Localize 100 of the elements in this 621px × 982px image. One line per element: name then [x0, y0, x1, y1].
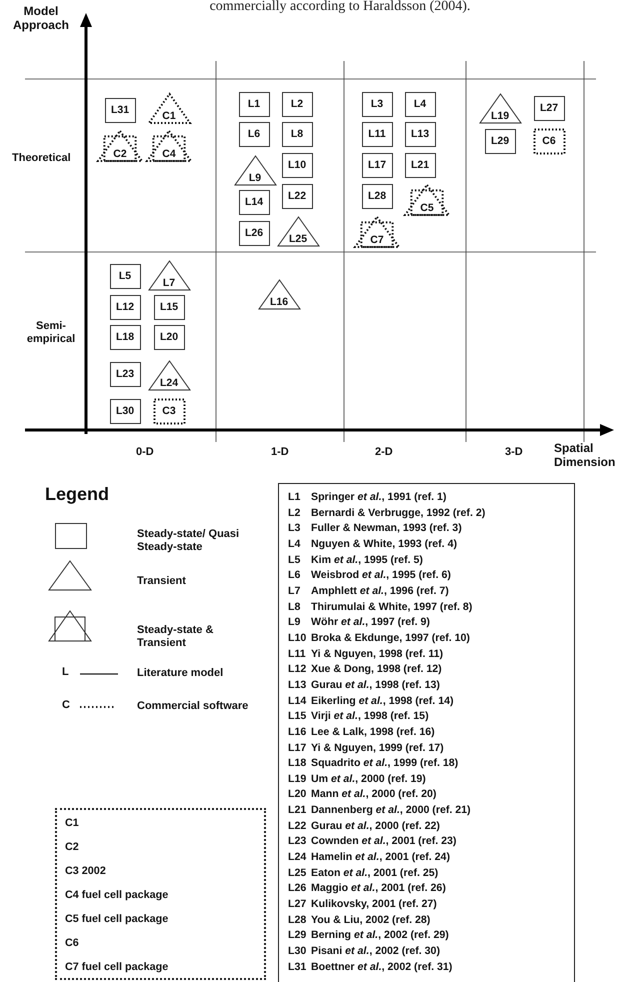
reference-entry: L15 Virji et al., 1998 (ref. 15) — [288, 709, 430, 724]
reference-entry: L14 Eikerling et al., 1998 (ref. 14) — [288, 694, 455, 709]
software-entry: C1 — [65, 817, 80, 830]
caption-fragment: commercially according to Haraldsson (2004). — [208, 0, 472, 15]
square-marker — [282, 122, 312, 146]
square-marker — [110, 324, 140, 350]
model-code: L3 — [370, 98, 384, 110]
column-label: 3-D — [505, 446, 523, 460]
legend-text: Transient — [137, 575, 187, 588]
axis-title: Spatial Dimension — [554, 441, 616, 470]
reference-entry: L8 Thirumulai & White, 1997 (ref. 8) — [288, 600, 474, 615]
model-code: L7 — [162, 276, 176, 288]
software-entry: C5 fuel cell package — [65, 913, 170, 926]
model-code: L17 — [368, 159, 386, 171]
square-marker — [282, 152, 312, 178]
reference-entry: L4 Nguyen & White, 1993 (ref. 4) — [288, 536, 458, 552]
square-triangle-marker — [354, 216, 400, 248]
legend-text: Steady-state/ Quasi Steady-state — [137, 528, 240, 554]
model-code: L30 — [116, 405, 134, 417]
square-marker — [362, 152, 392, 178]
triangle-marker — [234, 154, 276, 186]
square-marker — [238, 220, 270, 246]
model-code: L8 — [290, 128, 304, 140]
reference-list-panel — [278, 483, 575, 982]
square-marker — [154, 398, 184, 424]
square-marker — [404, 122, 436, 146]
square-marker — [110, 362, 140, 386]
reference-entry: L29 Berning et al., 2002 (ref. 29) — [288, 928, 450, 944]
column-label: 2-D — [375, 446, 393, 460]
reference-entry: L23 Cownden et al., 2001 (ref. 23) — [288, 834, 458, 850]
model-code: C2 — [113, 148, 127, 160]
reference-entry: L22 Gurau et al., 2000 (ref. 22) — [288, 818, 441, 834]
software-entry: C7 fuel cell package — [65, 961, 170, 974]
reference-entry: L28 You & Liu, 2002 (ref. 28) — [288, 912, 432, 928]
model-code: L11 — [368, 128, 386, 140]
legend-text: Literature model — [137, 667, 224, 680]
reference-entry: L2 Bernardi & Verbrugge, 1992 (ref. 2) — [288, 506, 486, 521]
column-label: 0-D — [136, 446, 154, 460]
square-marker — [154, 324, 184, 350]
reference-entry: L1 Springer et al., 1991 (ref. 1) — [288, 490, 448, 505]
model-code: C3 — [162, 405, 176, 417]
square-marker — [104, 98, 136, 122]
reference-entry: L7 Amphlett et al., 1996 (ref. 7) — [288, 584, 450, 599]
model-code: L14 — [244, 196, 264, 208]
column-label: 1-D — [271, 446, 289, 460]
triangle-marker — [276, 216, 320, 246]
model-code: L13 — [410, 128, 430, 140]
reference-entry: L20 Mann et al., 2000 (ref. 20) — [288, 787, 438, 802]
model-code: C5 — [420, 202, 434, 214]
model-code: L24 — [160, 376, 178, 388]
square-marker — [404, 92, 436, 116]
square-marker — [404, 152, 436, 178]
model-code: C4 — [162, 148, 176, 160]
reference-entry: L10 Broka & Ekdunge, 1997 (ref. 10) — [288, 630, 471, 646]
reference-entry: L25 Eaton et al., 2001 (ref. 25) — [288, 866, 440, 881]
square-triangle-marker — [97, 130, 143, 162]
model-code: L6 — [248, 128, 260, 140]
model-code: C6 — [542, 135, 556, 147]
reference-entry: L21 Dannenberg et al., 2000 (ref. 21) — [288, 803, 472, 818]
model-code: L5 — [118, 270, 132, 282]
model-code: L28 — [368, 190, 386, 202]
model-code: L25 — [288, 232, 308, 244]
reference-entry: L12 Xue & Dong, 1998 (ref. 12) — [288, 662, 443, 678]
model-code: L9 — [248, 172, 262, 184]
reference-entry: L27 Kulikovsky, 2001 (ref. 27) — [288, 897, 438, 912]
model-code: L21 — [410, 159, 430, 171]
row-label: Semi- empirical — [26, 320, 76, 346]
reference-entry: L18 Squadrito et al., 1999 (ref. 18) — [288, 756, 460, 772]
software-list-panel — [55, 808, 266, 980]
square-marker — [282, 92, 312, 116]
triangle-marker — [478, 92, 522, 124]
square-marker — [238, 122, 270, 146]
reference-entry: L30 Pisani et al., 2002 (ref. 30) — [288, 944, 441, 960]
model-code: L4 — [414, 98, 426, 110]
reference-entry: L13 Gurau et al., 1998 (ref. 13) — [288, 678, 441, 693]
model-code: L19 — [490, 110, 510, 122]
reference-entry: L24 Hamelin et al., 2001 (ref. 24) — [288, 850, 451, 866]
model-code: L26 — [244, 227, 264, 239]
reference-entry: L11 Yi & Nguyen, 1998 (ref. 11) — [288, 646, 444, 662]
model-code: L1 — [248, 98, 260, 110]
legend-text: Commercial software — [137, 700, 250, 714]
reference-entry: L16 Lee & Lalk, 1998 (ref. 16) — [288, 724, 436, 740]
model-code: L15 — [160, 301, 178, 313]
square-marker — [362, 122, 392, 146]
reference-entry: L5 Kim et al., 1995 (ref. 5) — [288, 552, 424, 568]
reference-entry: L19 Um et al., 2000 (ref. 19) — [288, 772, 427, 787]
legend-text: Steady-state & Transient — [137, 624, 214, 650]
square-marker — [154, 294, 184, 320]
reference-entry: L17 Yi & Nguyen, 1999 (ref. 17) — [288, 740, 445, 756]
reference-entry: L3 Fuller & Newman, 1993 (ref. 3) — [288, 521, 463, 536]
square-marker — [484, 128, 516, 154]
model-code: L2 — [290, 98, 304, 110]
software-entry: C6 — [65, 937, 80, 950]
reference-entry: L26 Maggio et al., 2001 (ref. 26) — [288, 881, 447, 896]
model-code: L31 — [110, 104, 130, 116]
model-code: L29 — [490, 135, 510, 147]
square-marker — [110, 294, 140, 320]
software-entry: C3 2002 — [65, 865, 107, 878]
axis-title: Model Approach — [12, 4, 70, 33]
legend-key-letter: C — [62, 699, 70, 712]
